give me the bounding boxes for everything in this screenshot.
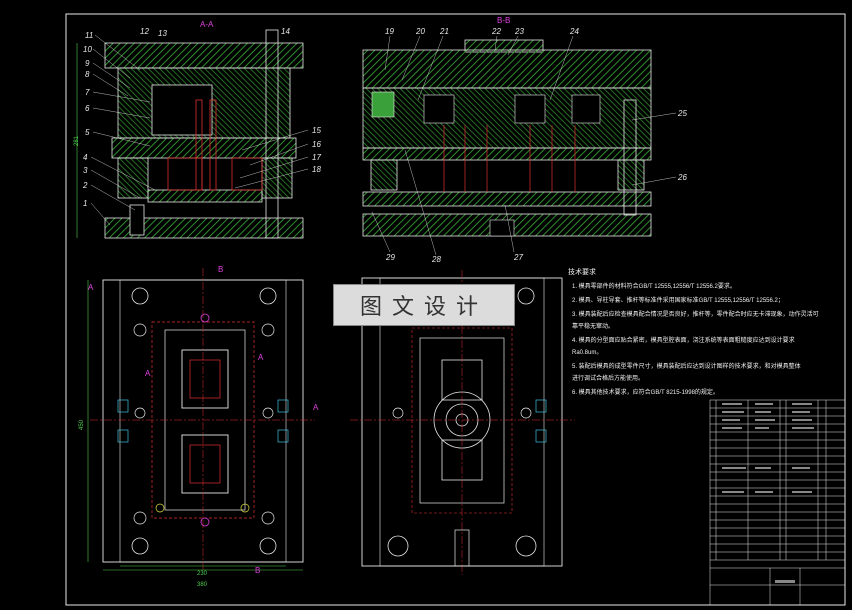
drawing-border — [65, 13, 846, 606]
length-dimension: 450 — [79, 419, 85, 430]
part-label-11: 11 — [85, 31, 93, 40]
part-label-8: 8 — [85, 70, 90, 79]
part-label-27: 27 — [513, 253, 523, 262]
part-label-1: 1 — [83, 199, 87, 208]
tech-req-item-4: 靠平稳无窜动。 — [572, 322, 614, 330]
part-label-13: 13 — [158, 29, 167, 38]
tech-req-item-8: 进行调试合格后方能使用。 — [572, 374, 644, 382]
tech-req-title: 技术要求 — [568, 267, 596, 276]
part-label-5: 5 — [85, 128, 90, 137]
part-label-15: 15 — [312, 126, 321, 135]
part-label-7: 7 — [85, 88, 90, 97]
tech-req-item-6: Ra0.8um。 — [572, 350, 602, 356]
marker-b-bottom: B — [255, 566, 260, 575]
plan-view-right — [350, 270, 575, 575]
inner-width-dimension: 230 — [197, 571, 208, 577]
marker-a-side: A — [313, 403, 319, 412]
parts-list-fill — [722, 403, 814, 583]
height-dimension: 281 — [74, 135, 80, 146]
part-label-14: 14 — [281, 27, 290, 36]
part-label-24: 24 — [569, 27, 579, 36]
part-label-19: 19 — [385, 27, 394, 36]
section-bb-title: B-B — [497, 16, 510, 25]
part-label-6: 6 — [85, 104, 90, 113]
part-label-23: 23 — [514, 27, 524, 36]
technical-requirements: 技术要求 1. 模具零部件的材料符合GB/T 12555,12556/T 125… — [568, 267, 819, 396]
part-label-20: 20 — [415, 27, 425, 36]
part-label-18: 18 — [312, 165, 321, 174]
tech-req-item-9: 6. 模具其他技术要求，应符合GB/T 8215-1998的规定。 — [572, 388, 719, 396]
part-label-3: 3 — [83, 166, 88, 175]
part-label-28: 28 — [431, 255, 441, 264]
tech-req-item-1: 1. 模具零部件的材料符合GB/T 12555,12556/T 12556.2要… — [572, 282, 736, 290]
part-label-4: 4 — [83, 153, 88, 162]
tech-req-item-5: 4. 模具的分型面应贴合紧密，模具型腔表面，浇注系统等表面粗糙度应达到设计要求 — [572, 336, 795, 344]
section-bb-view: B-B — [362, 16, 652, 237]
part-label-12: 12 — [140, 27, 149, 36]
part-label-29: 29 — [385, 253, 395, 262]
part-label-17: 17 — [312, 153, 321, 162]
watermark-banner: 图文设计 — [333, 284, 515, 326]
part-label-25: 25 — [677, 109, 687, 118]
part-label-9: 9 — [85, 59, 90, 68]
part-label-10: 10 — [83, 45, 92, 54]
parts-list-table — [709, 399, 846, 606]
part-labels-bb: 19 20 21 22 23 24 25 26 27 28 29 — [371, 27, 687, 264]
part-label-22: 22 — [491, 27, 501, 36]
total-width-dimension: 380 — [197, 582, 208, 588]
tech-req-item-7: 5. 装配后模具的成型零件尺寸，模具装配后应达到设计图样的技术要求，和对模具整体 — [572, 362, 801, 370]
marker-a-top-left: A — [88, 283, 94, 292]
section-aa-title: A-A — [200, 20, 214, 29]
plan-view-left: 230 380 450 A A A A B B — [79, 265, 319, 588]
marker-a-left: A — [145, 369, 151, 378]
watermark-text: 图文设计 — [359, 295, 488, 320]
marker-a-right: A — [258, 353, 264, 362]
section-aa-view: A-A 281 — [74, 20, 304, 239]
part-label-2: 2 — [82, 181, 88, 190]
marker-b-top: B — [218, 265, 223, 274]
part-labels-aa: 11 12 13 14 10 9 8 7 6 5 4 3 2 1 15 16 1… — [82, 27, 321, 226]
tech-req-item-3: 3. 模具装配后应检查模具配合情况是否良好，推杆等，零件配合时应无卡滞现象，动作… — [572, 310, 819, 318]
part-label-26: 26 — [677, 173, 687, 182]
part-label-16: 16 — [312, 140, 321, 149]
part-label-21: 21 — [439, 27, 449, 36]
tech-req-item-2: 2. 模具、导柱导套、推杆等标准件采用国家标准GB/T 12555,12556/… — [572, 296, 784, 304]
